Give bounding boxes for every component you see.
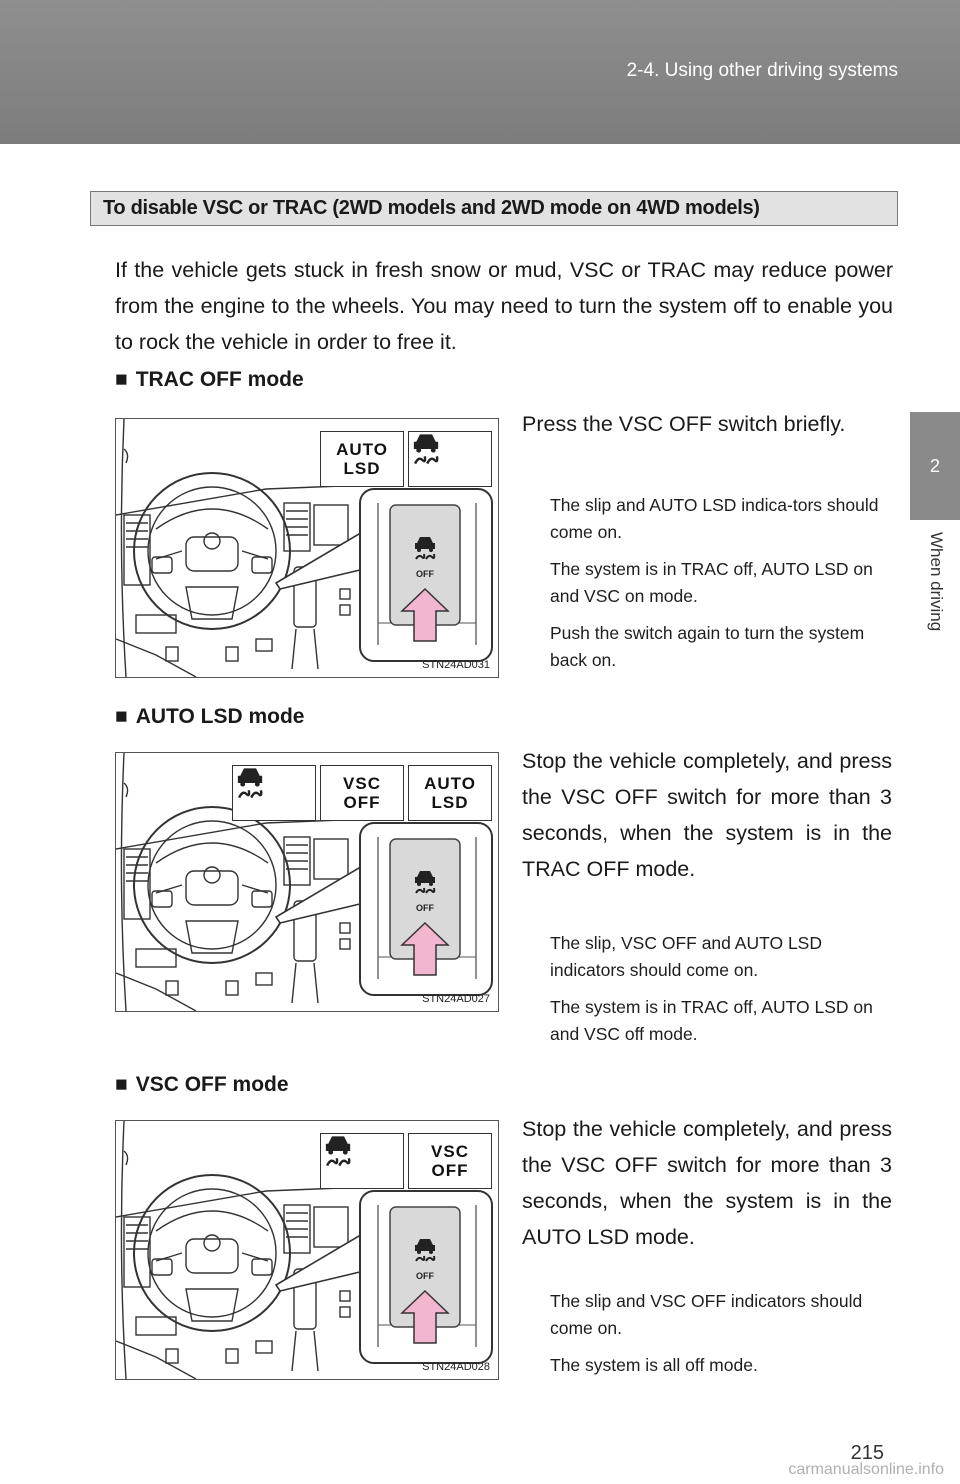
instruction-vsc-off: Stop the vehicle completely, and press t… [522,1117,892,1249]
indicator-slip [232,765,316,821]
page-number: 215 [850,1442,884,1464]
intro-paragraph: If the vehicle gets stuck in fresh snow … [115,258,893,354]
note-line: The system is in TRAC off, AUTO LSD on a… [550,559,873,606]
indicator-text-line: LSD [431,793,469,812]
page-header: 2-4. Using other driving systems [0,0,960,144]
indicator-text-line: LSD [343,459,381,478]
note-line: Push the switch again to turn the system… [550,623,865,670]
notes-trac-off: The slip and AUTO LSD indica-tors should… [550,492,892,684]
header-section-title: 2-4. Using other driving systems [626,60,898,81]
figure-code: STN24AD031 [422,659,490,671]
indicator-text-line: VSC [343,774,381,793]
watermark: carmanualsonline.info [788,1461,944,1478]
mode-heading-trac-off: ■ TRAC OFF mode [115,368,304,392]
dashboard-illustration: OFF [116,1121,493,1379]
notes-auto-lsd: The slip, VSC OFF and AUTO LSD indicator… [550,930,892,1058]
indicator-text-line: OFF [431,1161,469,1180]
chapter-tab-number: 2 [929,455,940,476]
slip-indicator-icon [237,768,263,799]
mode-heading-auto-lsd: ■ AUTO LSD mode [115,705,304,729]
mode-heading-text: VSC OFF mode [135,1073,289,1096]
note-line: The slip and AUTO LSD indica-tors should… [550,495,879,542]
chapter-tab: 2 [910,412,960,520]
note-line: The slip and VSC OFF indicators should c… [550,1291,863,1338]
mode-heading-text: AUTO LSD mode [135,705,305,728]
switch-off-label: OFF [416,569,434,579]
instruction-auto-lsd: Stop the vehicle completely, and press t… [522,749,892,881]
mode-heading-text: TRAC OFF mode [135,368,304,391]
switch-off-label: OFF [416,903,434,913]
bullet-square-icon: ■ [115,368,128,391]
press-arrow-icon [400,1289,450,1344]
press-arrow-icon [400,587,450,642]
indicator-slip [408,431,492,487]
indicator-slip [320,1133,404,1189]
slip-icon [415,871,436,894]
mode-heading-vsc-off: ■ VSC OFF mode [115,1073,289,1097]
slip-icon [415,537,436,560]
note-line: The slip, VSC OFF and AUTO LSD indicator… [550,933,822,980]
indicator-text-line: OFF [343,793,381,812]
press-arrow-icon [400,921,450,976]
dashboard-illustration: OFF [116,419,493,677]
notes-vsc-off: The slip and VSC OFF indicators should c… [550,1288,892,1389]
note-line: The system is in TRAC off, AUTO LSD on a… [550,997,873,1044]
slip-indicator-icon [413,434,439,465]
indicator-text-line: AUTO [424,774,476,793]
dashboard-illustration: OFF [116,753,493,1011]
bullet-square-icon: ■ [115,1073,128,1096]
indicator-text-line: VSC [431,1142,469,1161]
chapter-label: When driving [927,532,946,632]
indicator-text-line: AUTO [336,440,388,459]
instruction-trac-off: Press the VSC OFF switch briefly. [522,412,846,436]
section-title: To disable VSC or TRAC (2WD models and 2… [90,191,898,226]
figure-code: STN24AD028 [422,1361,490,1373]
switch-off-label: OFF [416,1271,434,1281]
note-line: The system is all off mode. [550,1355,758,1375]
slip-icon [415,1239,436,1262]
bullet-square-icon: ■ [115,705,128,728]
slip-indicator-icon [325,1136,351,1167]
figure-code: STN24AD027 [422,993,490,1005]
